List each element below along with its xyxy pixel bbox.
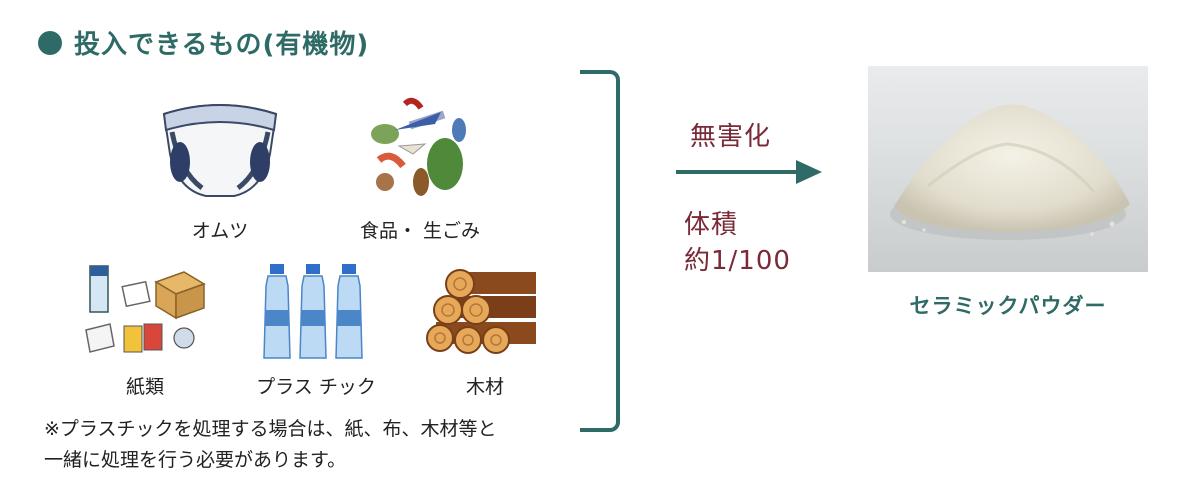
item-label-diaper: オムツ	[191, 220, 249, 242]
plastic-note: ※プラスチックを処理する場合は、紙、布、木材等と 一緒に処理を行う必要があります…	[44, 414, 584, 476]
food-waste-icon	[371, 97, 466, 196]
bullet-dot-icon	[38, 30, 62, 55]
grouping-bracket	[580, 70, 620, 432]
note-line-2: 一緒に処理を行う必要があります。	[44, 449, 347, 471]
arrow-right-icon	[676, 160, 822, 184]
item-label-wood: 木材	[465, 376, 504, 398]
diaper-icon	[162, 104, 278, 197]
result-label: セラミックパウダー	[909, 294, 1107, 318]
wood-logs-icon	[426, 269, 536, 354]
paper-icon	[85, 265, 206, 353]
paper-illustration	[80, 262, 210, 360]
food-waste-illustration	[365, 90, 475, 202]
section-heading: 投入できるもの(有機物)	[38, 24, 369, 61]
item-label-paper: 紙類	[125, 376, 164, 398]
volume-line-1: 体積	[684, 210, 739, 240]
wood-logs-illustration	[426, 266, 544, 362]
process-label: 無害化	[690, 122, 772, 152]
diaper-illustration	[150, 92, 290, 202]
volume-line-2: 約1/100	[684, 246, 791, 276]
plastic-bottles-icon	[263, 264, 363, 359]
heading-text: 投入できるもの(有機物)	[74, 30, 370, 60]
powder-pile-icon	[890, 104, 1130, 240]
item-label-plastic: プラス チック	[256, 376, 376, 398]
plastic-bottles-illustration	[262, 262, 366, 362]
note-line-1: ※プラスチックを処理する場合は、紙、布、木材等と	[44, 418, 497, 440]
ceramic-powder-photo	[868, 66, 1148, 272]
item-label-food: 食品・ 生ごみ	[359, 220, 481, 242]
